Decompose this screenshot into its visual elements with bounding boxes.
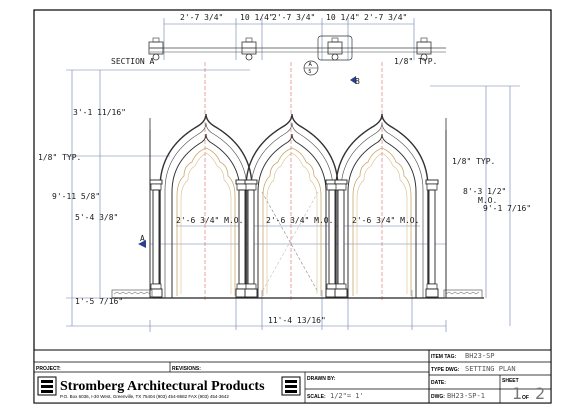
company-logo: [37, 376, 57, 396]
revisions-label: REVISIONS:: [172, 366, 201, 372]
item-tag-label: ITEM TAG:: [431, 354, 457, 360]
diagonal-brace-2: [261, 191, 319, 293]
right-height-1: 8'-3 1/2": [463, 187, 506, 196]
drawn-by-label: DRAWN BY:: [307, 376, 336, 382]
top-dim-1: 2'-7 3/4": [180, 13, 223, 22]
project-label: PROJECT:: [36, 366, 61, 372]
dimension-lines: [66, 18, 520, 332]
top-right-typ: 1/8" TYP.: [394, 57, 437, 66]
type-dwg-value: SETTING PLAN: [465, 365, 516, 373]
left-height-2: 9'-11 5/8": [52, 192, 100, 201]
bottom-overall-dim: 11'-4 13/16": [268, 316, 326, 325]
sheet-border: [33, 9, 552, 404]
section-marker-a: A: [138, 234, 146, 248]
dimension-labels: 2'-7 3/4" 10 1/4" 2'-7 3/4" 10 1/4" 2'-7…: [38, 13, 531, 325]
dwg-label: DWG:: [431, 394, 445, 400]
top-dim-2: 10 1/4": [240, 13, 274, 22]
svg-text:A: A: [140, 234, 145, 243]
dwg-value: BH23-SP-1: [447, 392, 485, 400]
item-tag-value: BH23-SP: [465, 352, 495, 360]
mo-dim-3: 2'-6 3/4" M.O.: [352, 216, 419, 225]
title-block: PROJECT: REVISIONS: Stromberg Architectu…: [33, 349, 552, 404]
top-dim-4: 10 1/4": [326, 13, 360, 22]
arcade: [111, 113, 484, 299]
svg-text:B: B: [355, 77, 360, 86]
right-typ: 1/8" TYP.: [452, 157, 495, 166]
company-logo-right: [281, 376, 301, 396]
right-height-mo: M.O.: [478, 196, 497, 205]
left-height-4: 1'-5 7/16": [75, 297, 123, 306]
left-height-3: 5'-4 3/8": [75, 213, 118, 222]
section-marker-b: B: [350, 76, 360, 86]
sheet-total: 2: [535, 384, 545, 403]
left-typ: 1/8" TYP.: [38, 153, 81, 162]
detail-callout-circle: A 5: [303, 60, 319, 76]
right-height-2: 9'-1 7/16": [483, 204, 531, 213]
left-height-1: 3'-1 11/16": [73, 108, 126, 117]
sheet-label: SHEET: [502, 378, 519, 384]
company-name: Stromberg Architectural Products: [60, 379, 265, 394]
sheet-number: 1: [512, 384, 522, 403]
section-label: SECTION A: [111, 57, 155, 66]
plan-strip: [148, 35, 446, 61]
svg-text:5: 5: [309, 69, 312, 75]
top-dim-5: 2'-7 3/4": [364, 13, 407, 22]
mo-dim-2: 2'-6 3/4" M.O.: [266, 216, 333, 225]
top-dim-3: 2'-7 3/4": [272, 13, 315, 22]
of-label: OF: [522, 395, 529, 401]
mo-dim-1: 2'-6 3/4" M.O.: [176, 216, 243, 225]
type-dwg-label: TYPE DWG:: [431, 367, 460, 373]
scale-value: 1/2"= 1': [330, 392, 364, 400]
date-label: DATE:: [431, 380, 446, 386]
scale-label: SCALE:: [307, 394, 326, 400]
svg-text:A: A: [309, 62, 313, 68]
centerlines: [204, 62, 383, 300]
company-address: P.O. Box 6036, I-30 West, Greenville, TX…: [60, 394, 229, 399]
